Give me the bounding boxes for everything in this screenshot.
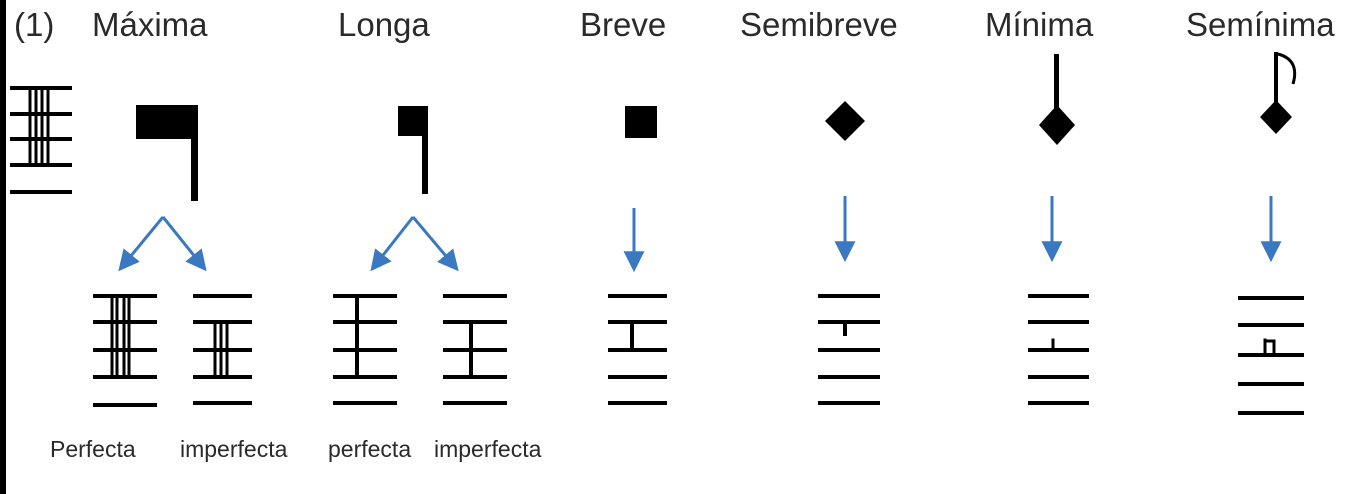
figure-number: (1) (14, 6, 55, 43)
staff-semibreve (818, 294, 880, 405)
staff-breve (608, 294, 667, 405)
note-name-maxima: Máxima (92, 6, 208, 43)
staff-longa-perfecta (333, 294, 397, 405)
staff-maxima-perfecta (93, 294, 157, 407)
staff-left-reference (10, 86, 72, 194)
left-border (0, 0, 6, 494)
staff-seminima (1238, 296, 1304, 415)
note-name-seminima: Semínima (1186, 6, 1335, 43)
note-name-longa: Longa (338, 6, 430, 43)
note-name-semibreve: Semibreve (740, 6, 898, 43)
longa-note (398, 106, 428, 194)
caption-longa-imperfecta: imperfecta (434, 436, 542, 462)
staff-maxima-imperfecta (193, 294, 252, 405)
breve-note (625, 106, 657, 138)
arrows (118, 196, 1282, 273)
maxima-note (136, 105, 198, 201)
note-name-breve: Breve (580, 6, 667, 43)
staff-minima (1028, 294, 1089, 405)
minima-note (1039, 54, 1075, 145)
seminima-note (1260, 52, 1297, 134)
caption-longa-perfecta: perfecta (328, 436, 412, 462)
caption-maxima-imperfecta: imperfecta (180, 436, 288, 462)
semibreve-note (825, 101, 865, 141)
caption-maxima-perfecta: Perfecta (50, 436, 136, 462)
note-name-minima: Mínima (985, 6, 1094, 43)
staff-longa-imperfecta (443, 294, 507, 405)
